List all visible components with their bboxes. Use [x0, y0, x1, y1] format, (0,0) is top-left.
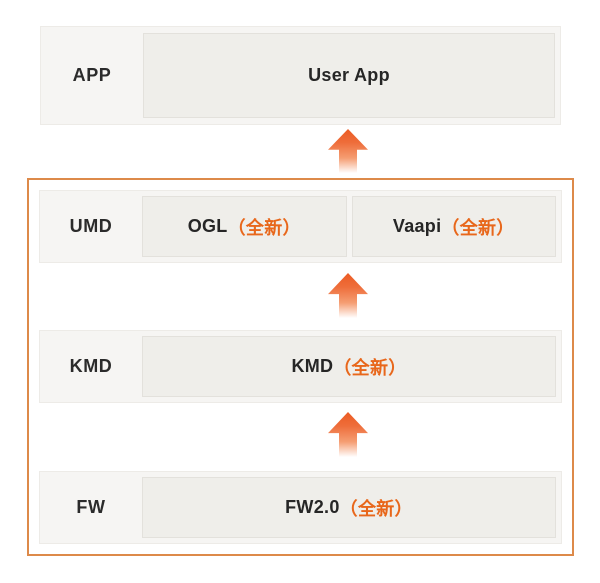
- component-name: User App: [308, 65, 390, 85]
- component-box-kmd: KMD（全新）: [142, 336, 556, 397]
- component-suffix: （全新）: [339, 498, 413, 519]
- layer-label-app: APP: [72, 65, 112, 85]
- layer-content-fw: FW2.0（全新）: [142, 472, 561, 543]
- component-name: KMD: [291, 356, 334, 376]
- component-name: OGL: [187, 216, 228, 236]
- component-name: FW2.0: [285, 497, 340, 517]
- component-name: Vaapi: [392, 216, 442, 236]
- layer-content-umd: OGL（全新） Vaapi（全新）: [142, 191, 561, 262]
- layer-row-fw: FW FW2.0（全新）: [39, 471, 562, 544]
- component-box-vaapi: Vaapi（全新）: [351, 196, 556, 257]
- layer-row-kmd: KMD KMD（全新）: [39, 330, 562, 403]
- up-arrow: [328, 129, 368, 174]
- component-suffix: （全新）: [441, 217, 515, 238]
- component-box-fw2: FW2.0（全新）: [142, 477, 556, 538]
- layer-label-kmd: KMD: [69, 356, 113, 376]
- layer-row-umd: UMD OGL（全新） Vaapi（全新）: [39, 190, 562, 263]
- layer-content-app: User App: [143, 27, 560, 124]
- layer-label-fw: FW: [76, 497, 106, 517]
- component-box-ogl: OGL（全新）: [142, 196, 347, 257]
- component-box-user-app: User App: [143, 33, 555, 118]
- layer-row-app: APP User App: [40, 26, 561, 125]
- component-suffix: （全新）: [333, 357, 407, 378]
- layer-label-umd: UMD: [69, 216, 113, 236]
- layer-content-kmd: KMD（全新）: [142, 331, 561, 402]
- component-suffix: （全新）: [227, 217, 301, 238]
